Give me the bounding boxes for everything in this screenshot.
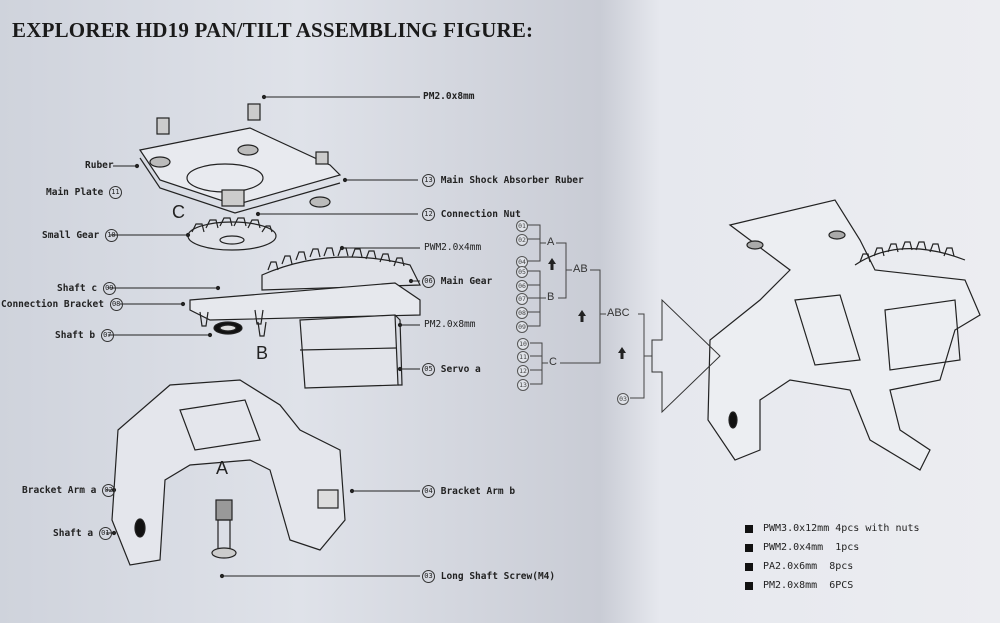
label-main-shock-text: Main Shock Absorber Ruber	[440, 175, 584, 186]
part-number-01: 01	[98, 527, 112, 540]
label-main-shock: 13 Main Shock Absorber Ruber	[422, 174, 584, 187]
label-shaft-c: Shaft c 09	[57, 282, 116, 295]
hardware-item: PA2.0x6mm 8pcs	[745, 557, 920, 576]
group-letter-b: B	[256, 343, 269, 363]
hardware-item-text: PWM3.0x12mm 4pcs with nuts	[763, 523, 920, 534]
label-connection-bracket: Connection Bracket 08	[1, 298, 123, 311]
seq-part-08: 08	[516, 307, 528, 319]
seq-part-02: 02	[516, 234, 528, 246]
group-letter-a: A	[216, 458, 229, 478]
part-number-04: 04	[422, 485, 435, 498]
part-number-06: 06	[422, 275, 435, 288]
seq-part-10: 10	[517, 338, 529, 350]
seq-part-01: 01	[516, 220, 528, 232]
label-pm-top: PM2.0x8mm	[423, 91, 475, 102]
seq-part-03: 03	[617, 393, 629, 405]
label-main-gear-text: Main Gear	[440, 276, 493, 287]
label-bracket-arm-a-text: Bracket Arm a	[22, 485, 97, 496]
label-servo-a-text: Servo a	[440, 364, 481, 375]
page-title: EXPLORER HD19 PAN/TILT ASSEMBLING FIGURE…	[12, 18, 534, 42]
label-long-shaft-text: Long Shaft Screw(M4)	[440, 571, 556, 582]
part-number-03: 03	[422, 570, 435, 583]
label-main-plate-text: Main Plate	[46, 187, 104, 198]
label-main-plate: Main Plate 11	[46, 186, 122, 199]
part-number-02: 02	[102, 484, 116, 497]
label-bracket-arm-b-text: Bracket Arm b	[440, 486, 516, 497]
part-number-13: 13	[422, 174, 435, 187]
label-small-gear-text: Small Gear	[42, 230, 100, 241]
label-pm-servo: PM2.0x8mm	[424, 319, 476, 330]
assembled-drawing	[707, 199, 981, 471]
long-shaft-drawing	[211, 499, 237, 559]
seq-part-06: 06	[516, 280, 528, 292]
seq-label-b: B	[547, 291, 555, 303]
seq-part-12: 12	[517, 365, 529, 377]
seq-part-09: 09	[516, 321, 528, 333]
label-pwm-gear: PWM2.0x4mm	[424, 242, 482, 253]
part-number-08: 08	[109, 298, 123, 311]
label-servo-a: 05 Servo a	[422, 363, 481, 376]
label-long-shaft: 03 Long Shaft Screw(M4)	[422, 570, 555, 583]
servo-drawing	[299, 314, 403, 389]
hardware-item-text: PA2.0x6mm 8pcs	[763, 561, 854, 572]
group-letter-c: C	[172, 202, 185, 222]
part-number-09: 09	[102, 282, 116, 295]
bullet-square-icon	[745, 562, 753, 571]
label-bracket-arm-b: 04 Bracket Arm b	[422, 485, 515, 498]
sequence-brackets	[528, 224, 721, 414]
hardware-item: PM2.0x8mm 6PCS	[745, 576, 920, 595]
main-gear-drawing	[261, 247, 421, 291]
hardware-item: PWM3.0x12mm 4pcs with nuts	[745, 519, 920, 538]
small-gear-drawing	[187, 217, 277, 251]
part-number-05: 05	[422, 363, 435, 376]
label-connection-nut: 12 Connection Nut	[422, 208, 521, 221]
part-number-11: 11	[108, 186, 122, 199]
seq-part-11: 11	[517, 351, 529, 363]
part-number-07: 07	[100, 329, 114, 342]
connection-bracket-drawing	[189, 282, 421, 337]
label-bracket-arm-a: Bracket Arm a 02	[22, 484, 116, 497]
main-plate-drawing	[139, 103, 342, 214]
label-shaft-c-text: Shaft c	[57, 283, 98, 294]
up-arrow-icon	[548, 258, 626, 359]
label-shaft-b: Shaft b 07	[55, 329, 114, 342]
part-number-10: 10	[104, 229, 118, 242]
bullet-square-icon	[745, 524, 753, 533]
bullet-square-icon	[745, 581, 753, 590]
seq-label-ab: AB	[573, 263, 588, 275]
seq-label-abc: ABC	[607, 307, 630, 319]
label-shaft-a: Shaft a 01	[53, 527, 112, 540]
seq-label-a: A	[547, 236, 555, 248]
label-main-gear: 06 Main Gear	[422, 275, 492, 288]
label-ruber: Ruber	[85, 160, 114, 171]
hardware-item-text: PM2.0x8mm 6PCS	[763, 580, 854, 591]
hardware-list: PWM3.0x12mm 4pcs with nuts PWM2.0x4mm 1p…	[745, 519, 920, 595]
label-shaft-b-text: Shaft b	[55, 330, 96, 341]
bullet-square-icon	[745, 543, 753, 552]
bracket-arm-drawing	[111, 379, 346, 566]
part-number-12: 12	[422, 208, 435, 221]
seq-label-c: C	[549, 356, 557, 368]
hardware-item: PWM2.0x4mm 1pcs	[745, 538, 920, 557]
label-connection-bracket-text: Connection Bracket	[1, 299, 104, 310]
seq-part-13: 13	[517, 379, 529, 391]
hardware-item-text: PWM2.0x4mm 1pcs	[763, 542, 860, 553]
label-connection-nut-text: Connection Nut	[440, 209, 521, 220]
seq-part-05: 05	[516, 266, 528, 278]
label-shaft-a-text: Shaft a	[53, 528, 94, 539]
seq-part-07: 07	[516, 293, 528, 305]
label-small-gear: Small Gear 10	[42, 229, 118, 242]
